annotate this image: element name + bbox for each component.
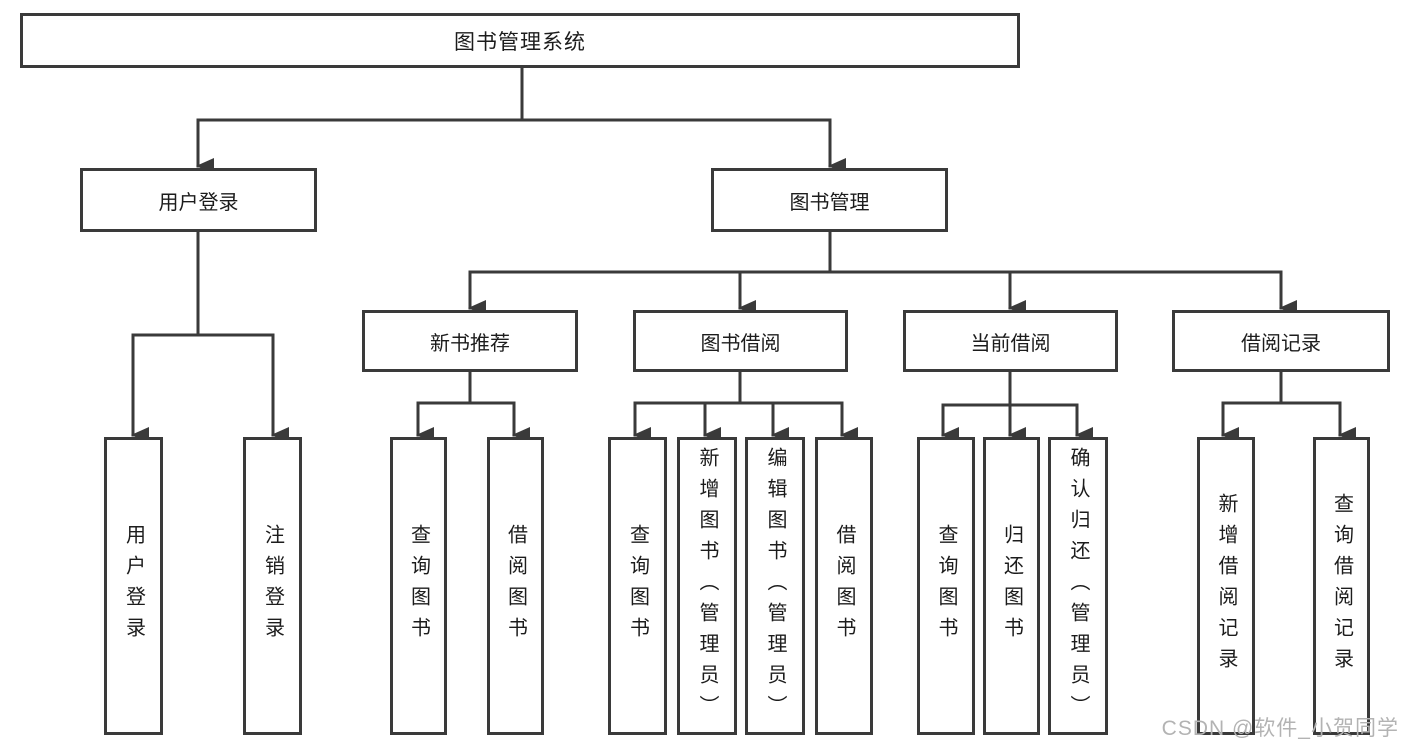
leaf-query-books-2: 查询图书 [608, 437, 667, 735]
node-user-login-group: 用户登录 [80, 168, 317, 232]
leaf-add-borrow-record: 新增借阅记录 [1197, 437, 1255, 735]
leaf-label: 用户登录 [122, 524, 145, 648]
leaf-label: 查询图书 [626, 524, 649, 648]
leaf-borrow-books-1: 借阅图书 [487, 437, 544, 735]
leaf-return-books: 归还图书 [983, 437, 1040, 735]
node-label: 图书借阅 [700, 332, 781, 355]
node-label: 新书推荐 [430, 332, 510, 355]
leaf-label: 借阅图书 [833, 524, 855, 648]
leaf-label: 查询图书 [407, 524, 430, 648]
leaf-query-books-3: 查询图书 [917, 437, 975, 735]
leaf-label: 确认归还（管理员） [1067, 446, 1089, 726]
leaf-query-books-1: 查询图书 [390, 437, 447, 735]
node-borrow-records: 借阅记录 [1172, 310, 1390, 372]
node-label: 用户登录 [158, 191, 239, 214]
leaf-query-borrow-record: 查询借阅记录 [1313, 437, 1370, 735]
leaf-label: 查询借阅记录 [1330, 493, 1353, 679]
csdn-watermark: CSDN @软件_小贺同学 [1161, 717, 1399, 740]
node-library-management-system: 图书管理系统 [20, 13, 1020, 68]
leaf-edit-books-admin: 编辑图书（管理员） [745, 437, 805, 735]
leaf-confirm-return-admin: 确认归还（管理员） [1048, 437, 1108, 735]
node-label: 当前借阅 [970, 332, 1051, 355]
node-new-book-recommend: 新书推荐 [362, 310, 578, 372]
node-label: 图书管理 [789, 191, 870, 214]
leaf-label: 新增借阅记录 [1215, 493, 1237, 679]
leaf-label: 查询图书 [935, 524, 957, 648]
node-current-borrow: 当前借阅 [903, 310, 1118, 372]
leaf-borrow-books-2: 借阅图书 [815, 437, 873, 735]
leaf-user-login: 用户登录 [104, 437, 163, 735]
node-label: 图书管理系统 [454, 30, 586, 54]
leaf-label: 编辑图书（管理员） [764, 446, 786, 726]
node-label: 借阅记录 [1241, 332, 1321, 355]
leaf-label: 借阅图书 [504, 524, 527, 648]
leaf-logout: 注销登录 [243, 437, 302, 735]
leaf-label: 新增图书（管理员） [696, 446, 718, 726]
node-book-management: 图书管理 [711, 168, 948, 232]
leaf-label: 注销登录 [261, 524, 284, 648]
node-book-borrow: 图书借阅 [633, 310, 848, 372]
leaf-label: 归还图书 [1000, 524, 1023, 648]
leaf-add-books-admin: 新增图书（管理员） [677, 437, 737, 735]
